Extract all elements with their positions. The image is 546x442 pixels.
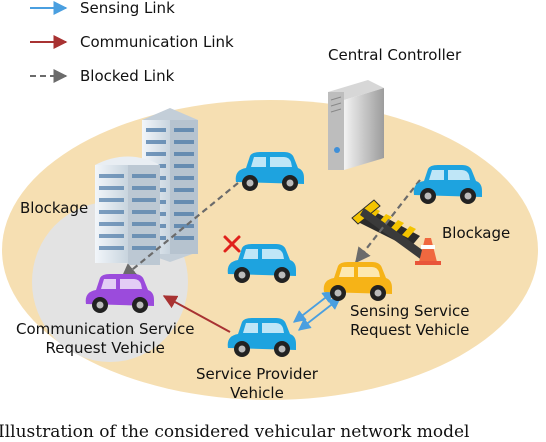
communication-request-line-2: Request Vehicle: [45, 339, 165, 357]
car-icon-provider: [227, 318, 296, 357]
car-icon-blocked: [227, 244, 296, 283]
sensing-request-line-1: Sensing Service: [350, 302, 470, 320]
provider-line-2: Vehicle: [230, 384, 284, 402]
blocked-link-building: [120, 182, 239, 279]
sensing-link-return: [298, 297, 341, 331]
roadblock-icon: [351, 199, 441, 265]
communication-request-label: Communication Service Request Vehicle: [16, 320, 194, 358]
legend-blocked-label: Blocked Link: [80, 67, 175, 85]
legend: [30, 1, 68, 83]
car-icon-communication-request: [85, 274, 154, 313]
provider-line-1: Service Provider: [196, 365, 318, 383]
server-icon: [328, 80, 384, 170]
blockage-left-label: Blockage: [20, 199, 89, 217]
cross-icon: [223, 235, 241, 253]
car-icon-right: [413, 165, 482, 204]
figure-caption: Illustration of the considered vehicular…: [0, 422, 470, 442]
building-icon: [95, 108, 198, 265]
sensing-request-line-2: Request Vehicle: [350, 321, 470, 339]
communication-request-line-1: Communication Service: [16, 320, 195, 338]
car-icon-top: [235, 152, 304, 191]
blockage-right-label: Blockage: [442, 224, 511, 242]
blocked-link-roadblock: [355, 179, 421, 264]
communication-link: [162, 295, 231, 333]
provider-label: Service Provider Vehicle: [196, 365, 318, 403]
central-controller-label: Central Controller: [328, 46, 462, 64]
legend-sensing-label: Sensing Link: [80, 0, 175, 17]
legend-communication-label: Communication Link: [80, 33, 234, 51]
car-icon-sensing-request: [323, 262, 392, 301]
sensing-request-label: Sensing Service Request Vehicle: [350, 302, 469, 340]
links: [120, 179, 421, 333]
